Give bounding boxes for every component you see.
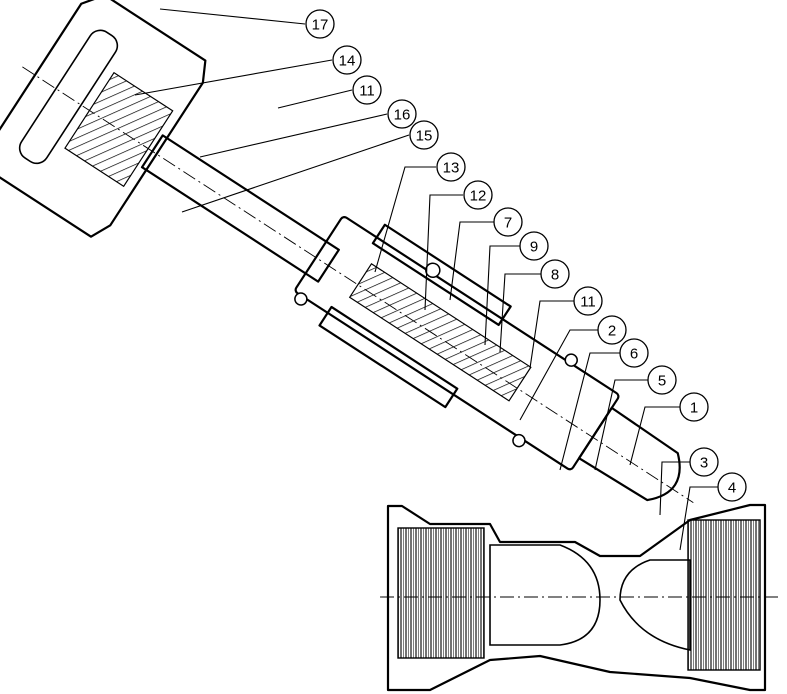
svg-text:12: 12 xyxy=(470,188,487,205)
callout-12: 12 xyxy=(463,180,493,210)
bonnet-assembly xyxy=(0,0,694,503)
inlet-thread xyxy=(397,527,485,659)
callout-15: 15 xyxy=(409,120,439,150)
svg-text:7: 7 xyxy=(504,215,512,232)
callout-1: 1 xyxy=(679,392,709,422)
outlet-thread xyxy=(687,519,761,671)
svg-text:15: 15 xyxy=(416,128,433,145)
svg-text:13: 13 xyxy=(443,160,460,177)
svg-text:16: 16 xyxy=(394,107,411,124)
svg-text:17: 17 xyxy=(312,17,329,34)
callout-4: 4 xyxy=(717,472,747,502)
callout-8: 8 xyxy=(540,259,570,289)
callout-13: 13 xyxy=(436,152,466,182)
svg-text:11: 11 xyxy=(580,294,596,311)
callout-5: 5 xyxy=(647,365,677,395)
callout-7: 7 xyxy=(493,207,523,237)
callout-3: 3 xyxy=(689,447,719,477)
valve-body xyxy=(386,503,767,692)
callout-11-lower: 11 xyxy=(573,286,603,316)
callout-9: 9 xyxy=(519,231,549,261)
svg-text:5: 5 xyxy=(658,373,666,390)
svg-text:8: 8 xyxy=(551,267,559,284)
callout-14: 14 xyxy=(332,45,362,75)
svg-text:3: 3 xyxy=(700,455,708,472)
svg-text:6: 6 xyxy=(630,346,638,363)
callouts: 17 14 11 16 15 13 12 7 xyxy=(134,8,747,551)
callout-17: 17 xyxy=(305,9,335,39)
callout-6: 6 xyxy=(619,338,649,368)
callout-11-upper: 11 xyxy=(352,75,382,105)
svg-text:2: 2 xyxy=(608,323,616,340)
svg-text:11: 11 xyxy=(359,83,375,100)
valve-plug xyxy=(577,406,681,502)
svg-text:4: 4 xyxy=(728,480,736,497)
callout-16: 16 xyxy=(387,99,417,129)
handwheel xyxy=(0,0,207,238)
callout-2: 2 xyxy=(597,315,627,345)
svg-text:9: 9 xyxy=(530,239,538,256)
svg-text:14: 14 xyxy=(339,53,356,70)
svg-text:1: 1 xyxy=(690,400,698,417)
